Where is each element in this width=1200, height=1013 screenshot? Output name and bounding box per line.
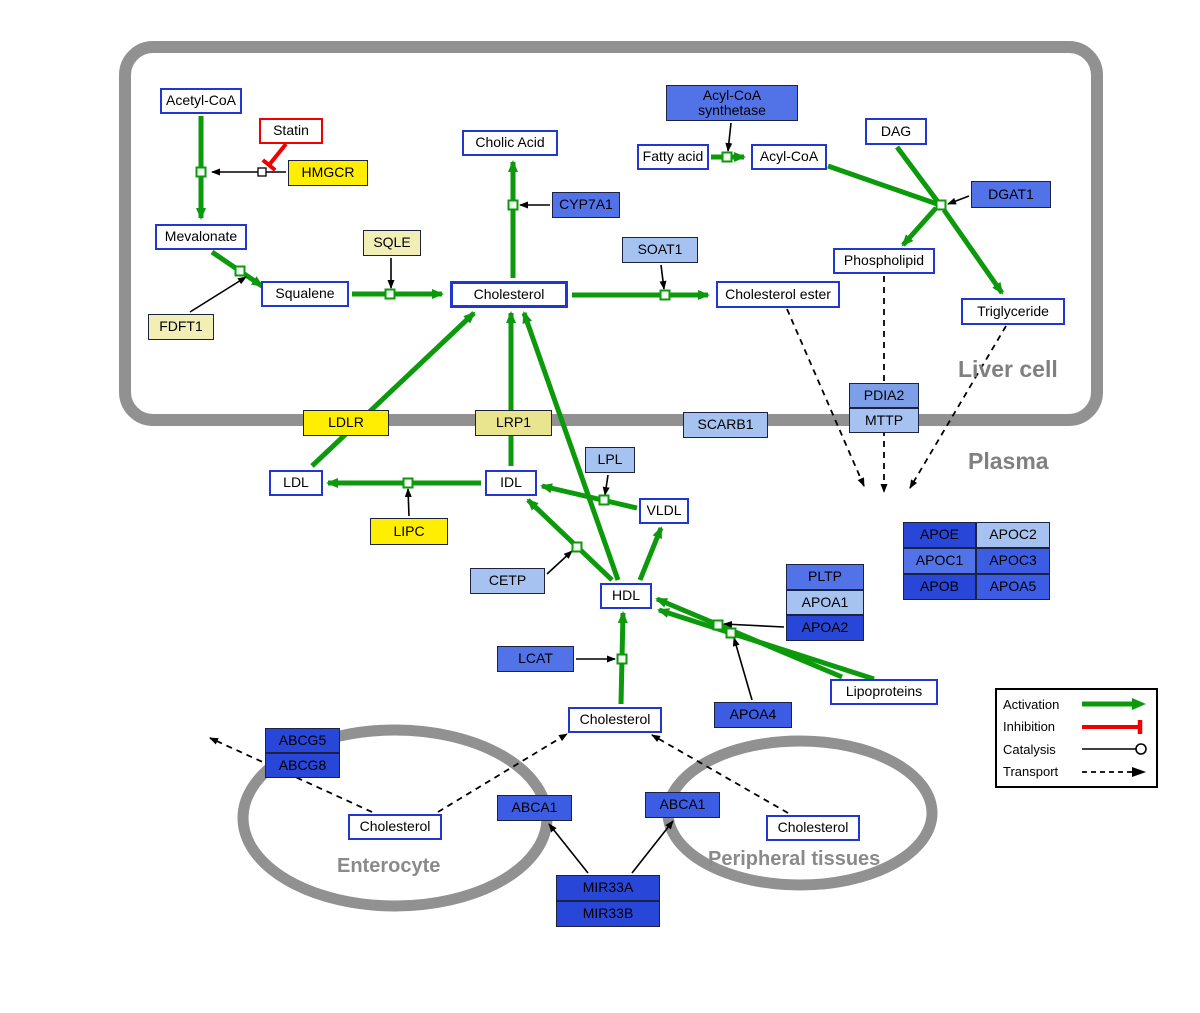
node-lrp1[interactable]: LRP1 (475, 410, 552, 436)
activation-arrow-glyph (1082, 698, 1146, 711)
node-triglyceride[interactable]: Triglyceride (961, 298, 1065, 325)
node-sqle[interactable]: SQLE (363, 230, 421, 256)
node-pdia2[interactable]: PDIA2 (849, 383, 919, 408)
node-apoa1[interactable]: APOA1 (786, 590, 864, 615)
node-fatty-acid[interactable]: Fatty acid (637, 144, 709, 170)
node-cholesterol-ester[interactable]: Cholesterol ester (716, 281, 840, 308)
node-fdft1[interactable]: FDFT1 (148, 314, 214, 340)
node-hdl[interactable]: HDL (600, 583, 652, 609)
node-acyl-coa-synthetase[interactable]: Acyl-CoA synthetase (666, 85, 798, 121)
node-cholesterol-liver[interactable]: Cholesterol (450, 281, 568, 308)
reaction-node-squares (195, 151, 947, 665)
node-squalene[interactable]: Squalene (261, 281, 349, 307)
node-dag[interactable]: DAG (865, 118, 927, 145)
liver-cell-label: Liver cell (958, 356, 1058, 382)
inhibition-tee-glyph (1082, 719, 1143, 734)
node-mttp[interactable]: MTTP (849, 408, 919, 433)
enterocyte-label: Enterocyte (337, 855, 441, 877)
node-cyp7a1[interactable]: CYP7A1 (552, 192, 620, 218)
node-cholesterol-enterocyte[interactable]: Cholesterol (348, 814, 442, 840)
node-ldl[interactable]: LDL (269, 470, 323, 496)
node-apoa4[interactable]: APOA4 (714, 702, 792, 728)
node-idl[interactable]: IDL (485, 470, 537, 496)
node-abcg5[interactable]: ABCG5 (265, 728, 340, 753)
node-mir33b[interactable]: MIR33B (556, 901, 660, 927)
node-acetyl-coa[interactable]: Acetyl-CoA (160, 88, 242, 114)
node-apob[interactable]: APOB (903, 574, 976, 600)
node-lpl[interactable]: LPL (585, 447, 635, 473)
node-apoa5[interactable]: APOA5 (976, 574, 1050, 600)
node-abca1-right[interactable]: ABCA1 (645, 792, 720, 818)
legend-inhibition-label: Inhibition (1003, 719, 1056, 735)
node-apoc2[interactable]: APOC2 (976, 522, 1050, 548)
legend-row-transport: Transport (1003, 762, 1150, 782)
node-ldlr[interactable]: LDLR (303, 410, 389, 436)
node-pltp[interactable]: PLTP (786, 564, 864, 590)
node-mir33a[interactable]: MIR33A (556, 875, 660, 901)
node-abcg8[interactable]: ABCG8 (265, 753, 340, 778)
activation-edges (196, 116, 1005, 705)
node-mevalonate[interactable]: Mevalonate (155, 224, 247, 250)
peripheral-tissues-label: Peripheral tissues (708, 848, 881, 870)
plasma-label: Plasma (968, 448, 1049, 474)
node-soat1[interactable]: SOAT1 (622, 237, 698, 263)
node-vldl[interactable]: VLDL (639, 498, 689, 524)
node-cholesterol-plasma[interactable]: Cholesterol (568, 707, 662, 733)
node-scarb1[interactable]: SCARB1 (683, 412, 768, 438)
liver-cell-membrane (119, 41, 1103, 426)
legend-catalysis-label: Catalysis (1003, 741, 1056, 757)
legend-row-activation: Activation (1003, 694, 1150, 714)
legend-box: Activation Inhibition Catalysis Transpor… (995, 688, 1158, 788)
legend-activation-label: Activation (1003, 696, 1060, 712)
inhibition-edges (261, 142, 288, 172)
transport-dashed-arrow-glyph (1082, 766, 1146, 777)
legend-row-inhibition: Inhibition (1003, 717, 1150, 737)
node-phospholipid[interactable]: Phospholipid (833, 248, 935, 274)
node-apoe[interactable]: APOE (903, 522, 976, 548)
node-apoc1[interactable]: APOC1 (903, 548, 976, 574)
legend-transport-label: Transport (1003, 764, 1059, 780)
catalysis-circle-glyph (1082, 743, 1147, 756)
catalysis-edges (189, 122, 970, 874)
node-cholic-acid[interactable]: Cholic Acid (462, 130, 558, 156)
node-dgat1[interactable]: DGAT1 (971, 181, 1051, 208)
node-abca1-left[interactable]: ABCA1 (497, 795, 572, 821)
node-cholesterol-peripheral[interactable]: Cholesterol (766, 815, 860, 841)
node-statin[interactable]: Statin (259, 118, 323, 144)
node-lipoproteins[interactable]: Lipoproteins (830, 679, 938, 705)
legend-row-catalysis: Catalysis (1003, 739, 1150, 759)
node-cetp[interactable]: CETP (470, 568, 545, 594)
node-apoa2[interactable]: APOA2 (786, 615, 864, 641)
node-lipc[interactable]: LIPC (370, 518, 448, 545)
node-hmgcr[interactable]: HMGCR (288, 160, 368, 186)
node-apoc3[interactable]: APOC3 (976, 548, 1050, 574)
node-lcat[interactable]: LCAT (497, 646, 574, 672)
node-acyl-coa[interactable]: Acyl-CoA (751, 144, 827, 170)
